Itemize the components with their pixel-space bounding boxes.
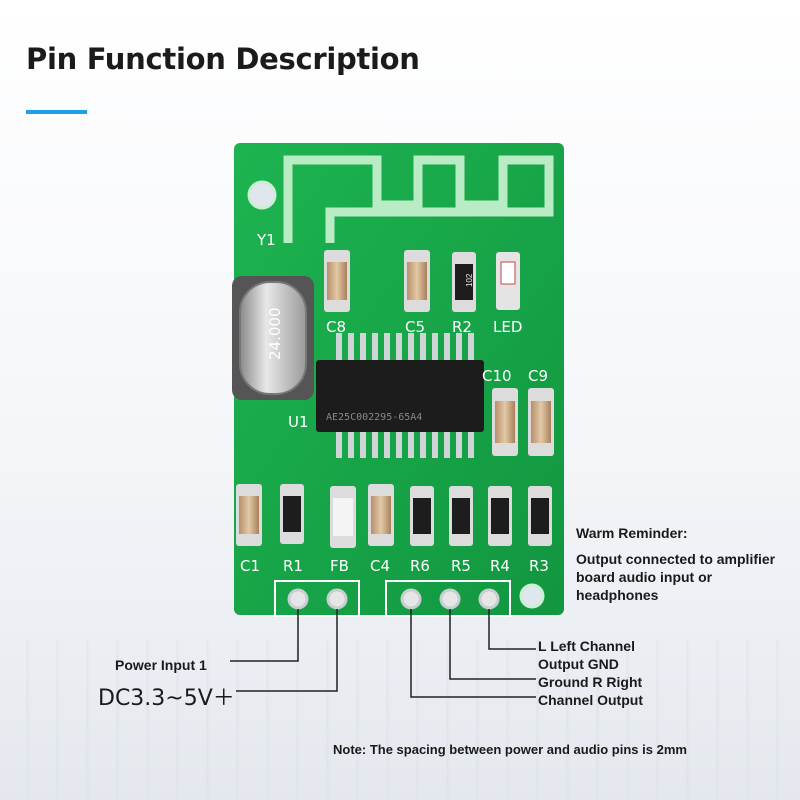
label-dc-voltage: DC3.3~5V＋ [98,686,235,711]
label-u1: U1 [288,413,309,431]
label-c8: C8 [326,318,346,336]
r2-code: 102 [465,273,474,287]
label-r1: R1 [283,557,303,575]
label-c4: C4 [370,557,390,575]
chip-body [316,360,484,432]
warm-reminder-title: Warm Reminder: [576,525,688,541]
background-blinds [0,640,800,800]
label-r5: R5 [451,557,471,575]
label-output-gnd: Output GND [538,656,619,672]
page-title: Pin Function Description [26,42,420,76]
mounting-hole-top [247,180,277,210]
chip-pins-top [336,333,474,363]
leader-lines [230,609,536,698]
pin-audio-1 [400,588,422,610]
chip-marking: AE25C002295-65A4 [326,412,422,423]
warm-reminder-body: Output connected to amplifier board audi… [576,551,776,603]
label-c9: C9 [528,367,548,385]
pin-audio-3 [478,588,500,610]
spacing-note: Note: The spacing between power and audi… [333,742,687,757]
label-led: LED [493,318,522,336]
label-l-channel: L Left Channel [538,638,635,654]
label-channel-output: Channel Output [538,692,643,708]
audio-header-outline [385,580,511,617]
label-ground-r: Ground R Right [538,674,643,690]
label-power-input: Power Input 1 [115,657,207,673]
antenna-trace [283,155,554,243]
mounting-hole-bottom [519,583,545,609]
chip-pins-bottom [336,428,474,458]
label-c5: C5 [405,318,425,336]
power-header-outline [274,580,360,617]
title-underline [26,110,87,114]
pin-audio-2 [439,588,461,610]
label-r4: R4 [490,557,510,575]
label-r2: R2 [452,318,472,336]
pin-power-2 [326,588,348,610]
label-r3: R3 [529,557,549,575]
label-r6: R6 [410,557,430,575]
label-fb: FB [330,557,349,575]
pin-power-1 [287,588,309,610]
crystal-marking: 24.000 [266,308,284,361]
label-y1: Y1 [256,231,276,249]
label-c1: C1 [240,557,260,575]
label-c10: C10 [482,367,512,385]
crystal-can [239,281,307,395]
